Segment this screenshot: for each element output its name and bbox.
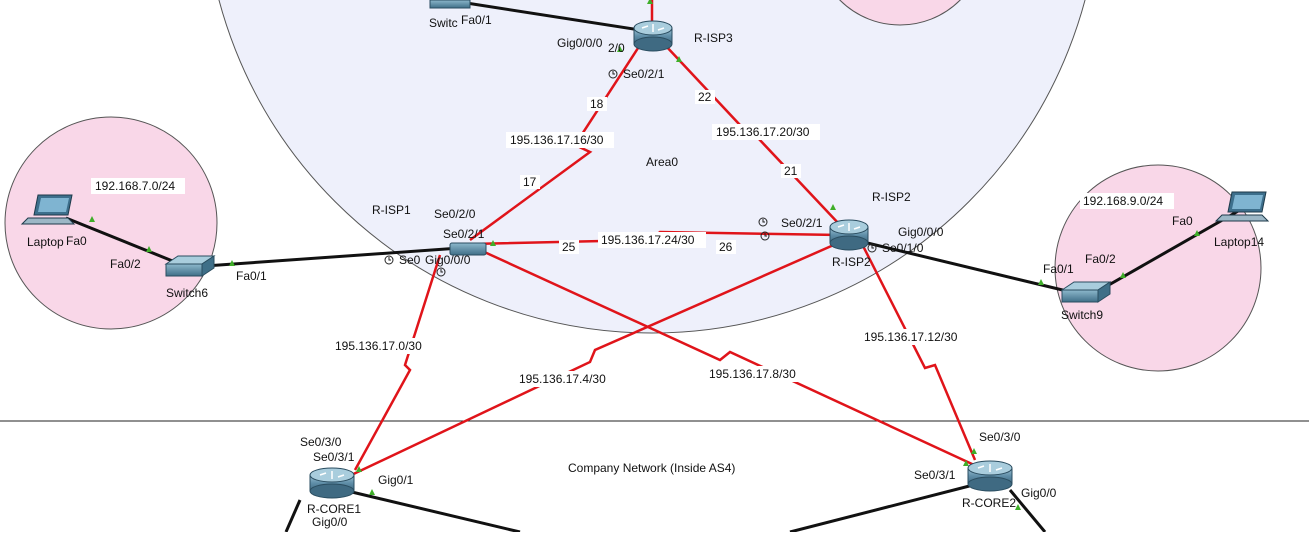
port-fa0-2-left: Fa0/2 <box>110 257 141 271</box>
lan-zone-right <box>1054 164 1262 372</box>
port-fa0-1-right: Fa0/1 <box>1043 262 1074 276</box>
port-risp3-gig000: Gig0/0/0 <box>557 36 603 50</box>
port-risp3-20: 2/0 <box>608 41 625 55</box>
port-risp1-se020: Se0/2/0 <box>434 207 476 221</box>
lan-zone-left <box>4 116 218 330</box>
port-risp2-se010: Se0/1/0 <box>882 241 924 255</box>
port-rcore2-se031: Se0/3/1 <box>914 468 956 482</box>
r-core1-router-icon[interactable] <box>309 467 355 499</box>
port-risp1-se0: Se0 <box>399 253 421 267</box>
network-n12: 195.136.17.12/30 <box>864 330 958 344</box>
host-18: 18 <box>590 97 604 111</box>
laptop-left-icon[interactable] <box>20 194 76 225</box>
company-network-label: Company Network (Inside AS4) <box>568 461 735 475</box>
switch9-label: Switch9 <box>1061 308 1103 322</box>
port-risp1-gig000: Gig0/0/0 <box>425 253 471 267</box>
r-core2-router-icon[interactable] <box>967 460 1013 492</box>
network-n0: 195.136.17.0/30 <box>335 339 422 353</box>
port-risp1-se021: Se0/2/1 <box>443 227 485 241</box>
r-isp2-name-label: R-ISP2 <box>832 255 871 269</box>
port-risp2-se021: Se0/2/1 <box>781 216 823 230</box>
r-isp1-label: R-ISP1 <box>372 203 411 217</box>
port-risp3-fa01: Fa0/1 <box>461 13 492 27</box>
port-rcore2-se030: Se0/3/0 <box>979 430 1021 444</box>
host-21: 21 <box>784 164 798 178</box>
r-isp3-label: R-ISP3 <box>694 31 733 45</box>
network-n20: 195.136.17.20/30 <box>716 125 810 139</box>
port-risp2-gig000: Gig0/0/0 <box>898 225 944 239</box>
host-22: 22 <box>698 90 712 104</box>
network-n16: 195.136.17.16/30 <box>510 133 604 147</box>
laptop14-label: Laptop14 <box>1214 235 1264 249</box>
network-lan9: 192.168.9.0/24 <box>1083 194 1163 208</box>
port-fa0-left: Fa0 <box>66 234 87 248</box>
network-lan7: 192.168.7.0/24 <box>95 179 175 193</box>
switch6-label: Switch6 <box>166 286 208 300</box>
port-rcore1-se030: Se0/3/0 <box>300 435 342 449</box>
port-rcore1-gig01: Gig0/1 <box>378 473 414 487</box>
network-n24: 195.136.17.24/30 <box>601 233 695 247</box>
r-isp2-router-icon[interactable] <box>829 219 869 251</box>
switch-top-icon[interactable] <box>429 0 471 9</box>
clock-icons <box>384 69 877 277</box>
r-core2-label: R-CORE2 <box>962 496 1016 510</box>
lan-zone-top <box>839 0 961 26</box>
r-isp1-device-icon[interactable] <box>449 242 487 256</box>
port-fa0-2-right: Fa0/2 <box>1085 252 1116 266</box>
ethernet-links <box>65 0 1241 534</box>
host-25: 25 <box>562 240 576 254</box>
port-risp3-se021: Se0/2/1 <box>623 67 665 81</box>
port-rcore1-se031: Se0/3/1 <box>313 450 355 464</box>
r-isp3-router-icon[interactable] <box>633 20 673 52</box>
r-isp2-label: R-ISP2 <box>872 190 911 204</box>
laptop-left-label: Laptop <box>27 235 64 249</box>
r-core1-label: R-CORE1 <box>307 502 361 516</box>
port-fa0-right: Fa0 <box>1172 214 1193 228</box>
network-n4: 195.136.17.4/30 <box>519 372 606 386</box>
laptop14-icon[interactable] <box>1214 191 1270 222</box>
area0-label: Area0 <box>646 155 678 169</box>
switch6-icon[interactable] <box>164 255 216 277</box>
port-rcore2-gig00: Gig0/0 <box>1021 486 1057 500</box>
switch-top-label: Switc <box>429 16 458 30</box>
switch9-icon[interactable] <box>1060 281 1112 303</box>
host-17: 17 <box>523 175 537 189</box>
port-indicators <box>89 0 1200 510</box>
host-26: 26 <box>719 240 733 254</box>
port-rcore1-gig00: Gig0/0 <box>312 515 348 529</box>
port-fa0-1-left: Fa0/1 <box>236 269 267 283</box>
network-n8: 195.136.17.8/30 <box>709 367 796 381</box>
